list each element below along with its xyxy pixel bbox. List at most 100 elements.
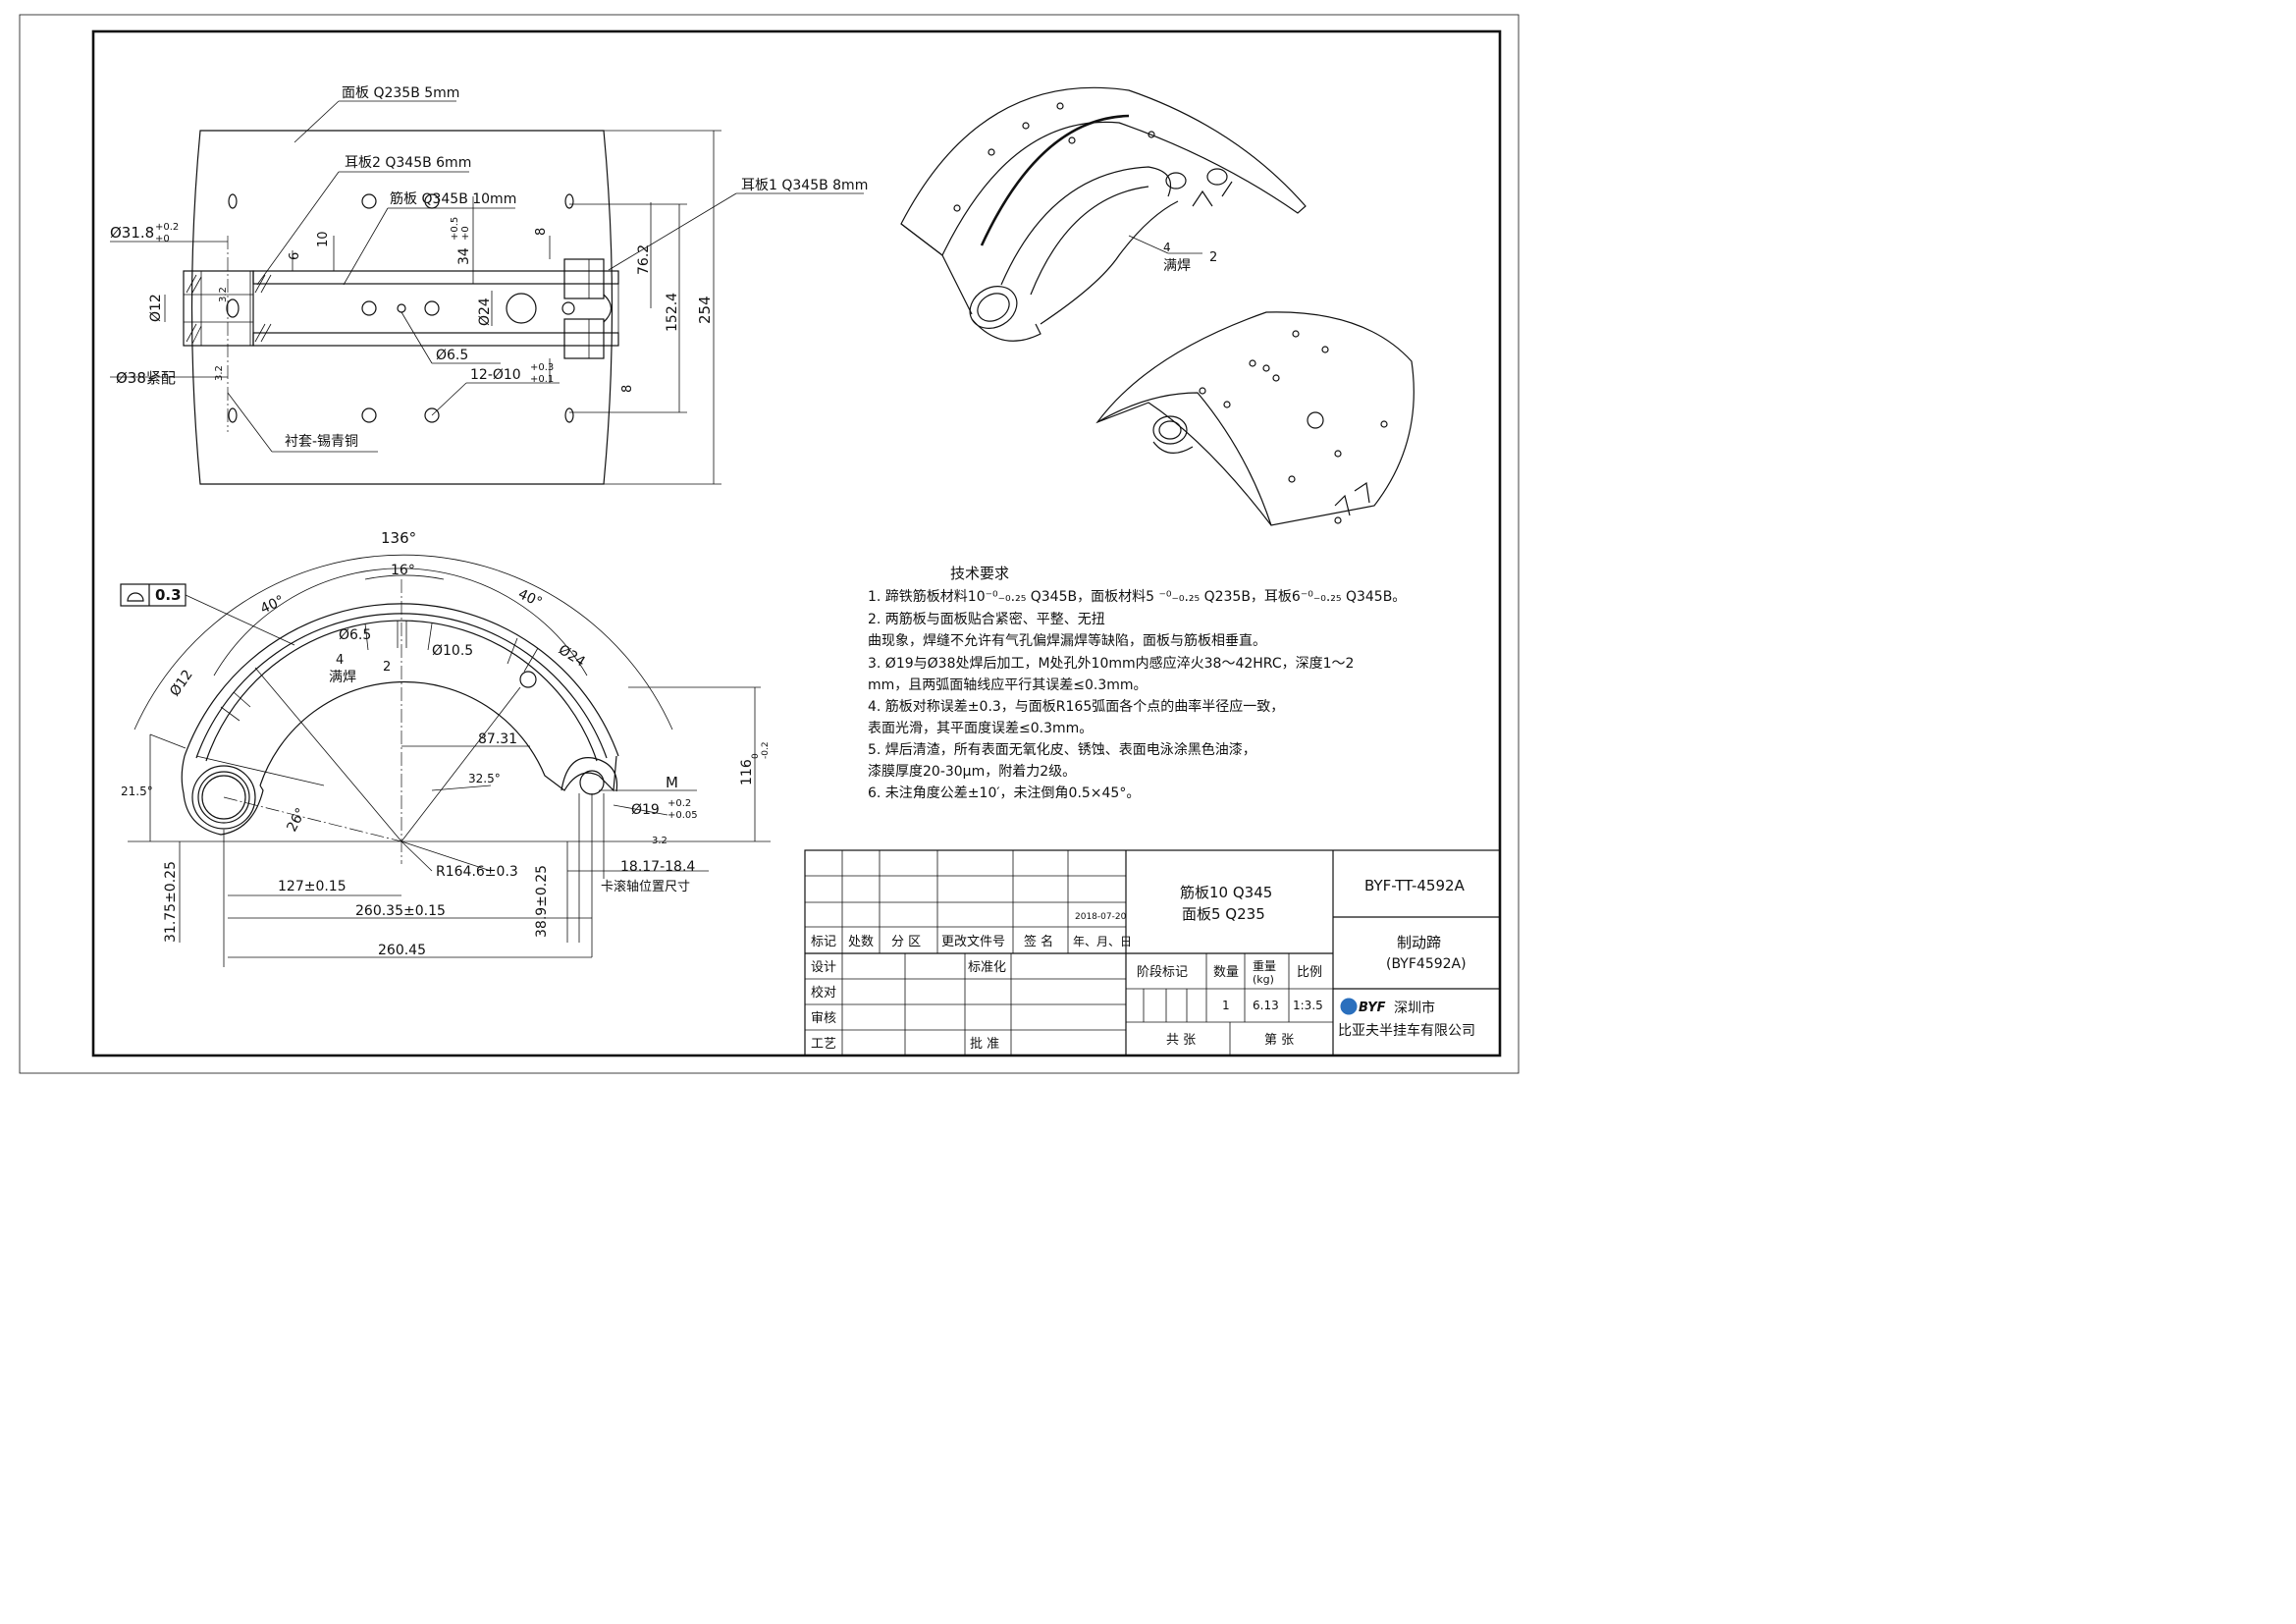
dim-10: 10	[316, 231, 331, 247]
dim-87-31: 87.31	[478, 731, 517, 747]
roughness-3-2-b: 3.2	[214, 365, 225, 381]
label-m: M	[666, 774, 678, 791]
tech-req-line-3: 曲现象，焊缝不允许有气孔偏焊漏焊等缺陷，面板与筋板相垂直。	[868, 632, 1266, 649]
dim-116: 116	[739, 759, 755, 785]
rev-header-date: 年、月、日	[1073, 935, 1132, 948]
label-ear-plate-1: 耳板1 Q345B 8mm	[741, 178, 868, 193]
tol-34-lower: +0	[460, 226, 471, 241]
logo-text: BYF	[1359, 1001, 1386, 1015]
weld-count-iso: 2	[1209, 250, 1217, 265]
dim-76-2: 76.2	[636, 244, 652, 275]
roughness-3-2-side: 3.2	[652, 836, 667, 846]
tol-d19-lower: +0.05	[667, 810, 698, 821]
tol-d19-upper: +0.2	[667, 798, 691, 809]
face-plate-outline	[190, 130, 614, 485]
bushing-block	[183, 270, 254, 347]
dim-40-deg-left: 40°	[258, 593, 287, 618]
label-approve: 批 准	[970, 1037, 999, 1052]
label-quantity: 数量	[1213, 965, 1239, 980]
dim-152-4: 152.4	[665, 293, 680, 332]
dim-31-75: 31.75±0.25	[163, 861, 179, 943]
role-design: 设计	[811, 960, 836, 975]
tol-holes-lower: +0.1	[530, 374, 554, 385]
roller-eye	[561, 757, 618, 792]
dim-127: 127±0.15	[278, 879, 347, 894]
label-ear-plate-2: 耳板2 Q345B 6mm	[345, 155, 471, 171]
dim-d24-top: Ø24	[477, 298, 493, 326]
rev-header-document: 更改文件号	[941, 935, 1005, 949]
label-sheet-number: 第 张	[1264, 1033, 1294, 1048]
dim-d12-top: Ø12	[148, 294, 164, 322]
label-weight-unit: (kg)	[1253, 973, 1274, 986]
company-logo: BYF	[1340, 998, 1386, 1015]
material-face: 面板5 Q235	[1182, 905, 1265, 923]
tol-34-upper: +0.5	[450, 217, 460, 241]
roughness-3-2-a: 3.2	[218, 287, 229, 302]
dim-40-deg-right: 40°	[515, 586, 544, 611]
dim-18-17: 18.17-18.4	[620, 859, 695, 875]
dim-32-5-deg: 32.5°	[468, 772, 501, 785]
weld-size-iso: 4	[1163, 241, 1171, 254]
bushing-outer	[191, 765, 256, 830]
material-rib: 筋板10 Q345	[1180, 884, 1272, 901]
dim-d12-side: Ø12	[167, 667, 196, 699]
tech-req-line-7: 表面光滑，其平面度误差≤0.3mm。	[868, 720, 1093, 736]
tol-116-upper: 0	[751, 753, 761, 759]
role-process: 工艺	[811, 1037, 836, 1052]
dim-d6-5-side: Ø6.5	[339, 627, 371, 643]
scale-value: 1:3.5	[1293, 999, 1323, 1012]
dim-38-9: 38.9±0.25	[534, 865, 550, 938]
drawing-frame	[91, 29, 1502, 1057]
label-face-plate: 面板 Q235B 5mm	[342, 85, 459, 101]
label-roller-position: 卡滚轴位置尺寸	[601, 879, 690, 894]
dim-8-lower: 8	[620, 385, 635, 393]
weight-value: 6.13	[1253, 999, 1279, 1012]
label-standardization: 标准化	[968, 960, 1006, 975]
tech-req-line-1: 1. 蹄铁筋板材料10⁻⁰₋₀.₂₅ Q345B，面板材料5 ⁻⁰₋₀.₂₅ Q…	[868, 588, 1406, 605]
dim-d31-8: Ø31.8	[110, 224, 154, 242]
engineering-drawing: 面板 Q235B 5mm 耳板2 Q345B 6mm 筋板 Q345B 10mm…	[19, 14, 1520, 1074]
tech-req-line-6: 4. 筋板对称误差±0.3，与面板R165弧面各个点的曲率半径应一致，	[868, 698, 1284, 715]
isometric-view-lower	[1095, 311, 1415, 526]
title-block	[804, 849, 1501, 1056]
ear-plate-upper	[563, 258, 605, 299]
dim-260-35: 260.35±0.15	[355, 903, 446, 919]
weld-count-side: 2	[383, 660, 391, 675]
weld-text-iso: 满焊	[1163, 258, 1191, 274]
drawing-number: BYF-TT-4592A	[1364, 877, 1466, 894]
dim-34: 34	[456, 247, 472, 265]
tech-req-line-8: 5. 焊后清渣，所有表面无氧化皮、锈蚀、表面电泳涂黑色油漆，	[868, 741, 1256, 758]
rev-header-signature: 签 名	[1024, 934, 1053, 949]
dim-arc-136	[133, 554, 673, 731]
dim-8-upper: 8	[534, 228, 549, 236]
company-city: 深圳市	[1394, 1000, 1435, 1016]
dim-136-deg: 136°	[381, 529, 416, 547]
sheet-trim-border	[19, 14, 1520, 1074]
dim-12-d10: 12-Ø10	[470, 367, 521, 383]
dim-d10-5: Ø10.5	[432, 643, 473, 659]
role-review: 审核	[811, 1011, 836, 1026]
top-view	[110, 100, 864, 485]
dim-d19: Ø19	[631, 802, 660, 818]
dim-254: 254	[696, 296, 714, 324]
holes-row-middle	[226, 293, 575, 324]
rib-plate-upper	[252, 270, 619, 285]
flatness-value: 0.3	[155, 586, 182, 604]
tol-d31-8-upper: +0.2	[155, 222, 179, 233]
part-name: 制动蹄	[1397, 934, 1441, 951]
tech-req-line-2: 2. 两筋板与面板贴合紧密、平整、无扭	[868, 611, 1105, 627]
label-bushing: 衬套-锡青铜	[285, 434, 358, 450]
label-weight: 重量	[1253, 959, 1276, 973]
role-check: 校对	[811, 985, 836, 1001]
dim-16-deg: 16°	[391, 563, 415, 578]
rev-header-count: 处数	[848, 935, 874, 949]
part-code: (BYF4592A)	[1386, 956, 1467, 972]
rev-header-mark: 标记	[811, 935, 836, 949]
isometric-view-upper	[900, 86, 1307, 342]
label-stage: 阶段标记	[1137, 965, 1188, 980]
tech-req-line-10: 6. 未注角度公差±10′，未注倒角0.5×45°。	[868, 785, 1140, 801]
dim-260-45: 260.45	[378, 943, 426, 958]
ear-plate-lower	[563, 318, 605, 359]
tech-req-line-9: 漆膜厚度20-30μm，附着力2级。	[868, 764, 1076, 780]
side-view	[120, 554, 771, 967]
